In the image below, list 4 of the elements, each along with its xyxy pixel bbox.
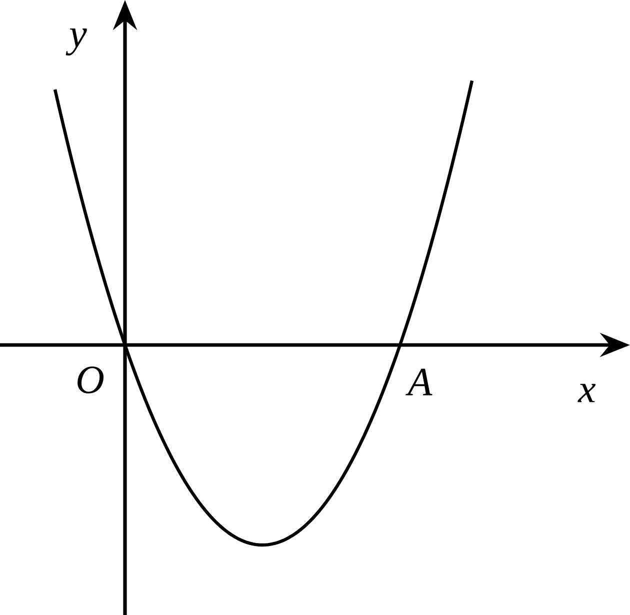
axis-label: y [66,28,87,56]
axis-label: x [578,384,596,402]
point-label: A [406,368,432,396]
origin-label: O [78,366,104,394]
